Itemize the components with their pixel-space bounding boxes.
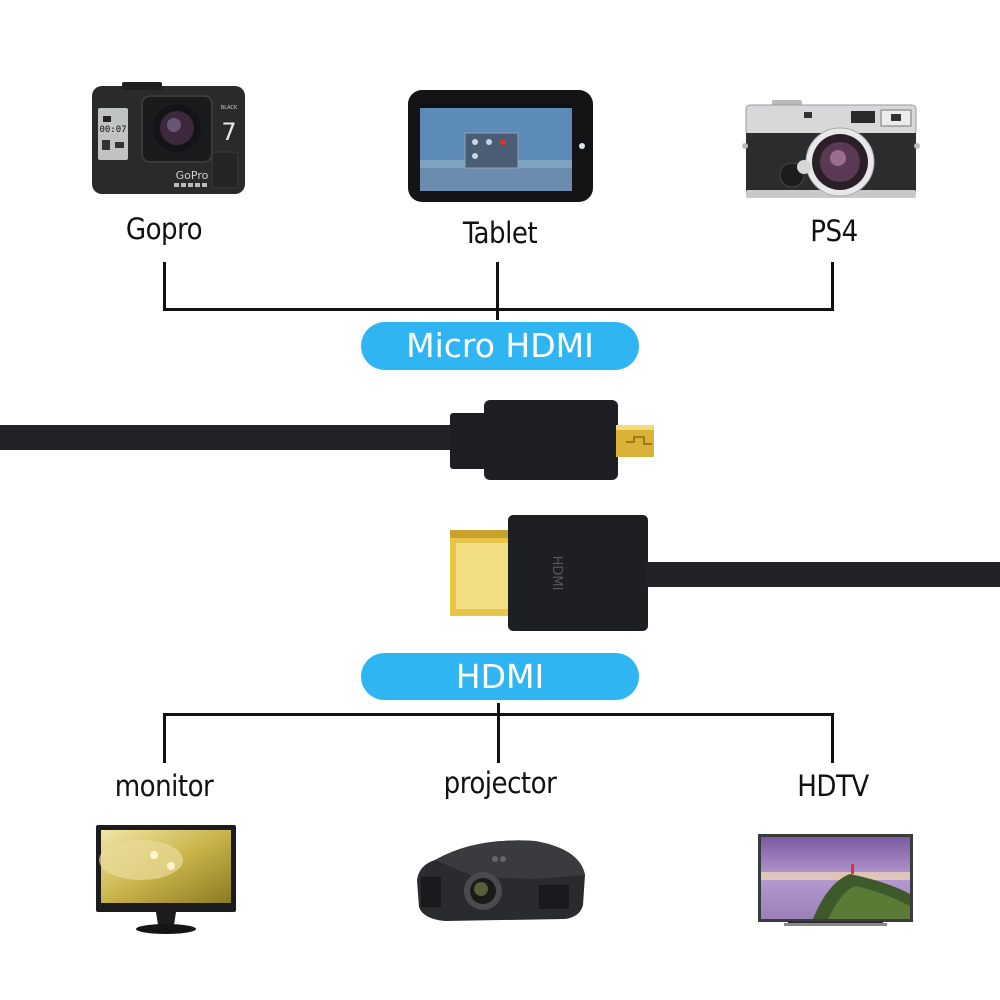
micro-hdmi-plug	[450, 398, 660, 482]
projector-icon	[415, 835, 587, 925]
monitor-icon	[96, 825, 236, 937]
svg-text:BLACK: BLACK	[221, 105, 238, 111]
label-projector: projector	[443, 766, 557, 800]
bracket-line-left-bottom	[163, 713, 166, 763]
svg-text:HDMI: HDMI	[549, 556, 564, 591]
label-gopro: Gopro	[125, 212, 203, 246]
label-hdtv: HDTV	[797, 769, 869, 803]
bracket-line-right-bottom	[831, 713, 834, 763]
gopro-camera-icon: 00:07 7 BLACK GoPro	[92, 82, 245, 194]
label-ps4: PS4	[810, 214, 858, 248]
tablet-icon	[408, 90, 593, 202]
label-tablet: Tablet	[462, 216, 538, 250]
hdmi-badge: HDMI	[361, 653, 639, 700]
bracket-line-center	[496, 262, 499, 320]
svg-text:00:07: 00:07	[99, 125, 126, 135]
svg-text:GoPro: GoPro	[176, 169, 209, 182]
hdmi-plug: HDMI	[448, 513, 653, 633]
bracket-line-center-bottom	[497, 703, 500, 763]
bracket-line-right	[831, 262, 834, 311]
rangefinder-camera-icon	[742, 100, 920, 200]
cable-right	[646, 562, 1000, 587]
bracket-line-horizontal	[163, 308, 834, 311]
cable-left	[0, 425, 458, 450]
svg-text:7: 7	[221, 118, 236, 146]
hdtv-icon	[758, 834, 913, 930]
micro-hdmi-badge: Micro HDMI	[361, 322, 639, 370]
bracket-line-horizontal-bottom	[163, 713, 834, 716]
label-monitor: monitor	[114, 769, 214, 803]
bracket-line-left	[163, 262, 166, 311]
